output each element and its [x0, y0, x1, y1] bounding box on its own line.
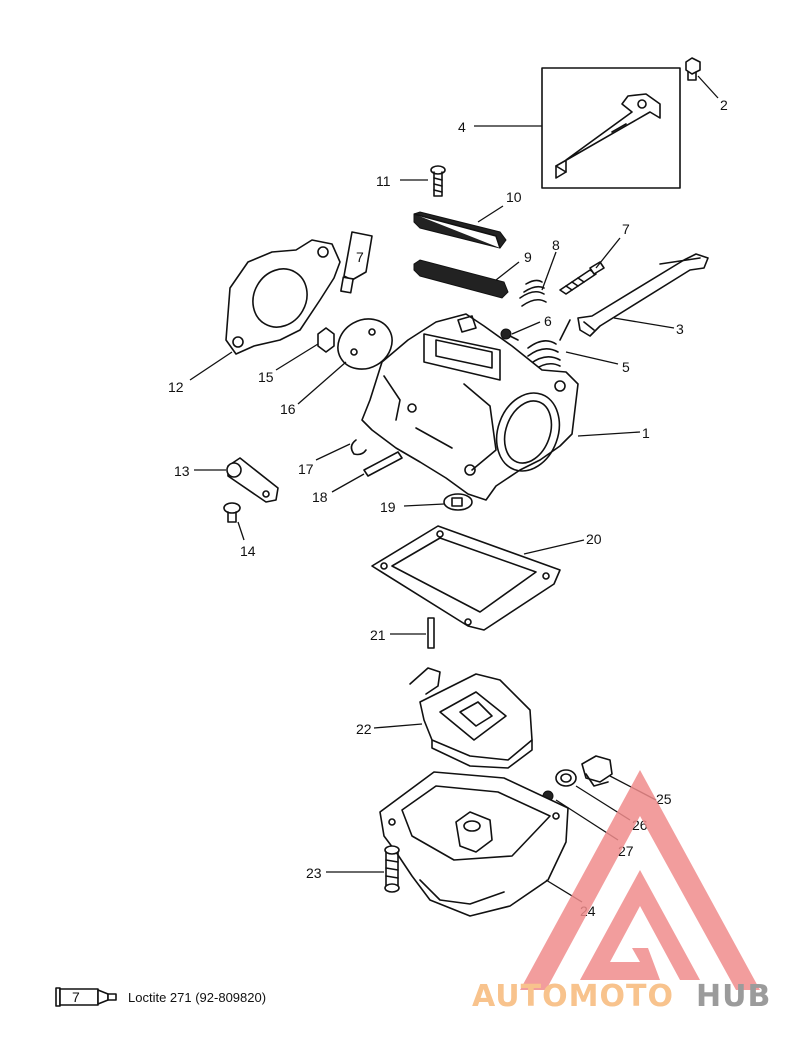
- part-20-gasket: [371, 525, 561, 631]
- callout-22: 22: [356, 721, 372, 737]
- callout-17: 17: [298, 461, 314, 477]
- watermark-text-part2: HUB: [696, 979, 771, 1014]
- callout-25: 25: [656, 791, 672, 807]
- part-19-screen: [443, 493, 473, 511]
- part-6-screw: [500, 328, 519, 341]
- part-22-float: [409, 667, 533, 769]
- legend: 7 Loctite 271 (92-809820): [55, 987, 266, 1007]
- callout-23: 23: [306, 865, 322, 881]
- callout-13: 13: [174, 463, 190, 479]
- callout-21: 21: [370, 627, 386, 643]
- part-15-plug: [317, 327, 335, 353]
- part-11-screw: [430, 165, 446, 197]
- part-18-pin: [363, 451, 403, 477]
- part-14-screw: [223, 502, 241, 523]
- part-8-spring: [519, 279, 547, 307]
- legend-text: Loctite 271 (92-809820): [128, 990, 266, 1005]
- callout-19: 19: [380, 499, 396, 515]
- legend-tube-number: 7: [72, 989, 80, 1005]
- part-3-rod: [577, 253, 709, 337]
- callout-11: 11: [376, 173, 391, 189]
- tube-label: 7: [356, 249, 364, 265]
- callout-16: 16: [280, 401, 296, 417]
- callout-18: 18: [312, 489, 328, 505]
- callout-15: 15: [258, 369, 274, 385]
- part-10-plate: [413, 211, 507, 249]
- part-7-loctite-tube: 7: [340, 231, 373, 294]
- watermark-triangle-icon: [520, 770, 760, 990]
- callout-10: 10: [506, 189, 522, 205]
- callout-1: 1: [642, 425, 650, 441]
- callout-6: 6: [544, 313, 552, 329]
- part-7-needle-screw: [559, 261, 605, 295]
- callout-labels: 1 2 3 4 5 6 7 8 9 10 11 12 13 14 15 16 1…: [168, 97, 728, 919]
- callout-20: 20: [586, 531, 602, 547]
- callout-12: 12: [168, 379, 184, 395]
- part-26-washer: [555, 769, 577, 787]
- part-12-gasket: [225, 239, 341, 355]
- part-16-diaphragm: [337, 318, 393, 370]
- callout-5: 5: [622, 359, 630, 375]
- part-17-clip: [350, 439, 367, 456]
- part-5-spring: [527, 319, 571, 371]
- callout-8: 8: [552, 237, 560, 253]
- part-9-plate: [413, 259, 509, 299]
- callout-9: 9: [524, 249, 532, 265]
- part-24-float-bowl: [379, 771, 569, 917]
- callout-14: 14: [240, 543, 256, 559]
- part-1-carburetor-body: [361, 313, 579, 501]
- callout-7: 7: [622, 221, 630, 237]
- part-4-throttle-shaft: [541, 67, 681, 189]
- watermark-logo: AUTOMOTO HUB: [472, 770, 771, 1014]
- part-2-screw: [685, 57, 701, 81]
- watermark-text-part1: AUTOMOTO: [472, 979, 674, 1014]
- part-13-lever: [226, 457, 279, 503]
- callout-4: 4: [458, 119, 466, 135]
- callout-3: 3: [676, 321, 684, 337]
- part-25-plug: [581, 755, 613, 787]
- part-23-screw: [384, 845, 400, 893]
- callout-2: 2: [720, 97, 728, 113]
- part-21-pin: [427, 617, 435, 649]
